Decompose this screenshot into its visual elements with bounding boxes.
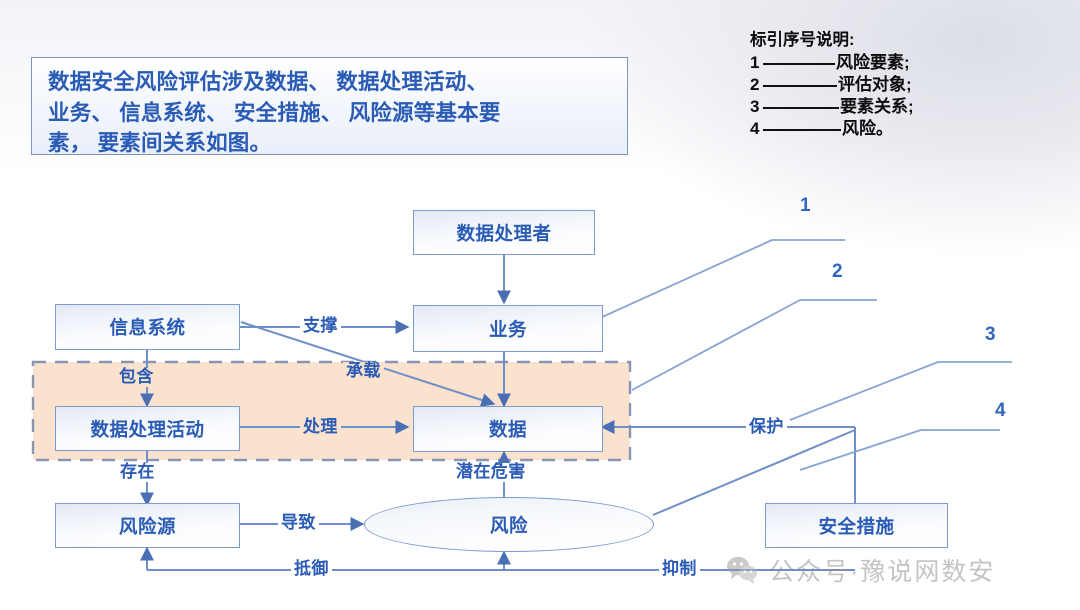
node-security-measures-label: 安全措施 bbox=[818, 515, 895, 537]
node-business[interactable]: 业务 bbox=[413, 305, 603, 352]
edge-label-carries: 承载 bbox=[343, 361, 384, 381]
callout-number-4: 4 bbox=[995, 400, 1006, 421]
legend-item-1-label: 风险要素; bbox=[836, 53, 910, 73]
node-data-processing-activity-label: 数据处理活动 bbox=[90, 418, 205, 440]
node-risk[interactable]: 风险 bbox=[364, 497, 654, 552]
legend-item-2-label: 评估对象; bbox=[838, 75, 912, 95]
legend-item-2: 2 评估对象; bbox=[750, 74, 914, 96]
legend-item-4-number: 4 bbox=[750, 119, 760, 139]
node-information-system-label: 信息系统 bbox=[109, 317, 186, 338]
node-risk-label: 风险 bbox=[489, 514, 528, 536]
node-data[interactable]: 数据 bbox=[413, 406, 603, 452]
legend-item-1-dash bbox=[763, 63, 835, 66]
legend-item-3-label: 要素关系; bbox=[840, 97, 914, 117]
legend-item-2-number: 2 bbox=[750, 75, 760, 95]
callout-1-leader bbox=[599, 239, 845, 319]
edge-label-contains: 包含 bbox=[116, 367, 157, 387]
callout-number-3: 3 bbox=[985, 324, 996, 345]
node-data-processing-activity[interactable]: 数据处理活动 bbox=[55, 406, 240, 451]
legend-item-1: 1 风险要素; bbox=[750, 52, 914, 74]
legend: 标引序号说明: 1 风险要素; 2 评估对象; 3 要素关系; 4 风险。 bbox=[750, 30, 914, 140]
edge-label-protect: 保护 bbox=[746, 417, 787, 437]
legend-item-2-dash bbox=[763, 85, 837, 88]
legend-item-4-label: 风险。 bbox=[842, 119, 893, 139]
node-information-system[interactable]: 信息系统 bbox=[55, 304, 240, 350]
node-security-measures[interactable]: 安全措施 bbox=[765, 503, 948, 548]
edge-label-leads-to: 导致 bbox=[278, 513, 319, 533]
legend-item-3: 3 要素关系; bbox=[750, 96, 914, 118]
header-callout-box: 数据安全风险评估涉及数据、 数据处理活动、 业务、 信息系统、 安全措施、 风险… bbox=[31, 57, 628, 155]
legend-item-3-number: 3 bbox=[750, 97, 760, 117]
legend-item-4: 4 风险。 bbox=[750, 118, 914, 140]
edge-label-defend: 抵御 bbox=[291, 559, 332, 579]
edge-label-potential-harm: 潜在危害 bbox=[453, 462, 529, 482]
legend-item-1-number: 1 bbox=[750, 53, 760, 73]
edge-label-support: 支撑 bbox=[300, 316, 341, 336]
edge-label-process: 处理 bbox=[300, 417, 341, 437]
node-risk-source[interactable]: 风险源 bbox=[55, 503, 240, 548]
legend-item-4-dash bbox=[763, 129, 841, 132]
legend-item-3-dash bbox=[763, 107, 839, 110]
node-data-processor[interactable]: 数据处理者 bbox=[413, 210, 595, 255]
callout-4-leader bbox=[799, 429, 1000, 471]
callout-3-leader bbox=[789, 361, 1012, 421]
node-risk-source-label: 风险源 bbox=[118, 515, 176, 537]
callout-number-1: 1 bbox=[800, 195, 811, 216]
header-callout-text: 数据安全风险评估涉及数据、 数据处理活动、 业务、 信息系统、 安全措施、 风险… bbox=[48, 70, 501, 156]
callout-2-leader bbox=[631, 299, 877, 391]
callout-number-2: 2 bbox=[832, 261, 843, 282]
node-data-label: 数据 bbox=[488, 419, 527, 440]
node-data-processor-label: 数据处理者 bbox=[456, 222, 552, 244]
node-business-label: 业务 bbox=[488, 318, 527, 340]
edge-risk-to-measures-diagonal bbox=[652, 429, 856, 516]
edge-label-exists: 存在 bbox=[117, 462, 158, 482]
legend-title: 标引序号说明: bbox=[750, 31, 855, 49]
edge-label-suppress: 抑制 bbox=[659, 559, 700, 579]
